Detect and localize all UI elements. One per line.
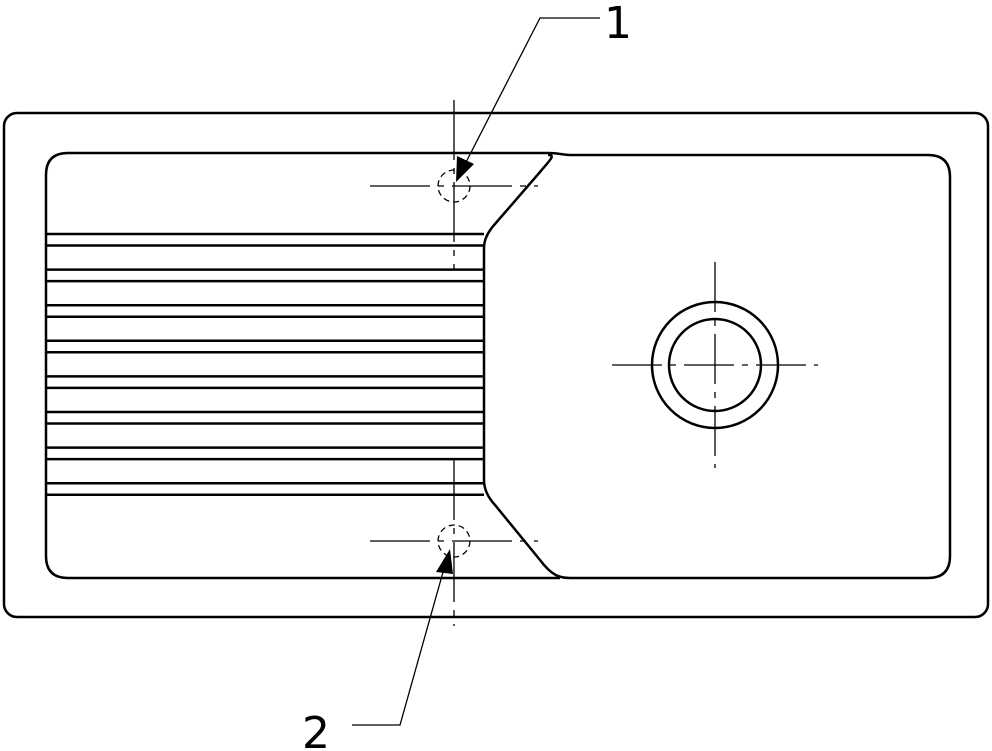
tap-hole-2 — [370, 460, 538, 626]
arrowhead-icon — [436, 549, 453, 574]
sink-outer-rim — [2, 111, 990, 619]
leader-line-1 — [456, 17, 600, 182]
callout-label-1: 1 — [604, 0, 632, 49]
leader-line-2 — [352, 549, 453, 726]
arrowhead-icon — [456, 156, 474, 182]
tap-hole-1 — [370, 100, 538, 270]
callout-label-2: 2 — [302, 708, 330, 751]
drain-outlet — [612, 262, 818, 468]
sink-inner-outline — [44, 151, 952, 580]
drainboard-ribs — [47, 232, 484, 496]
